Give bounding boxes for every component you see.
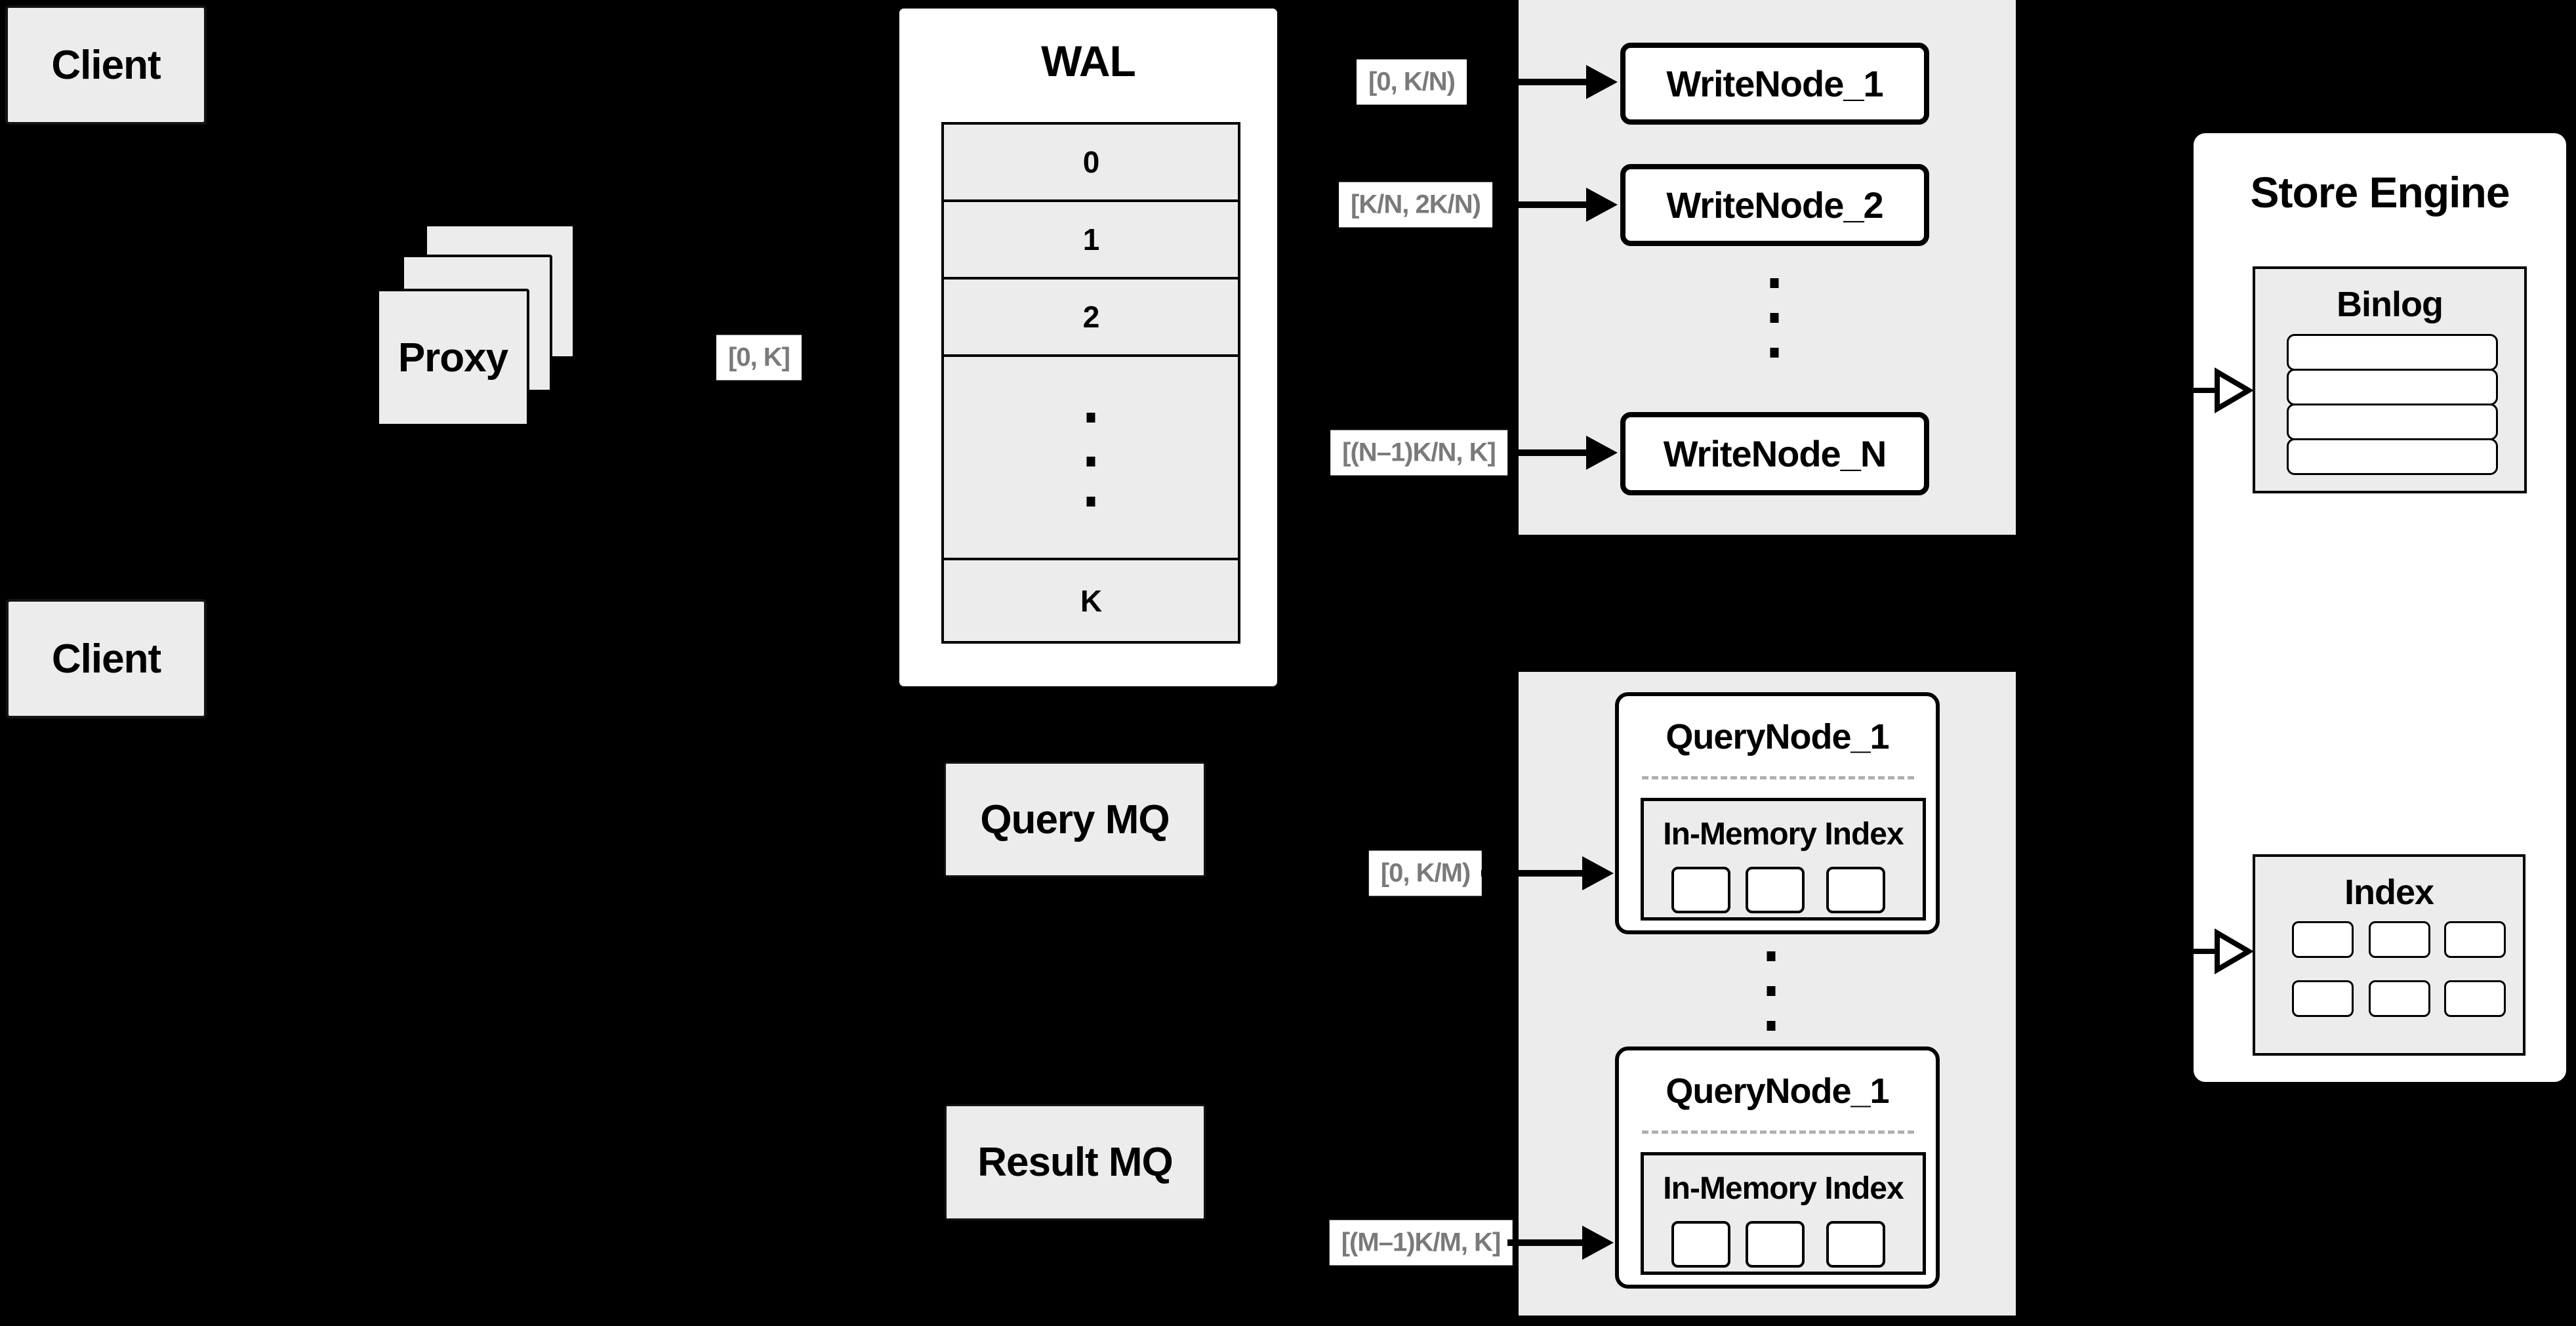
wal-segment-row: 0 xyxy=(941,122,1240,202)
proxy-label: Proxy xyxy=(398,335,508,381)
query-node-top-box: QueryNode_1 In-Memory Index xyxy=(1615,692,1940,934)
client-box-bottom: Client xyxy=(6,599,207,718)
wal-segment-k: K xyxy=(1080,583,1102,618)
range-label-query-m: [(M–1)K/M, K] xyxy=(1329,1220,1513,1266)
binlog-row xyxy=(2287,438,2498,475)
index-cell xyxy=(2369,980,2430,1017)
client-box-top: Client xyxy=(5,5,207,125)
dashed-divider xyxy=(1642,1130,1914,1134)
write-node-2-box: WriteNode_2 xyxy=(1620,164,1929,246)
index-segment-cell xyxy=(1826,1221,1885,1268)
vertical-ellipsis-dot xyxy=(1086,457,1095,466)
wal-title: WAL xyxy=(899,35,1277,87)
wal-title-text: WAL xyxy=(1041,37,1136,85)
binlog-box: Binlog xyxy=(2253,266,2527,493)
range-label-write-2: [K/N, 2K/N) xyxy=(1339,182,1492,228)
index-segment-cell xyxy=(1671,867,1730,913)
wal-container: WAL 0 1 2 K xyxy=(896,5,1280,690)
binlog-label-text: Binlog xyxy=(2337,285,2443,324)
index-segment-cell xyxy=(1746,1221,1805,1268)
client-bottom-label: Client xyxy=(51,636,161,682)
query-node-bottom-title: QueryNode_1 xyxy=(1619,1065,1936,1117)
wal-segment-row: 2 xyxy=(941,277,1240,357)
binlog-label: Binlog xyxy=(2255,278,2524,331)
write-node-2-label: WriteNode_2 xyxy=(1666,184,1883,226)
binlog-row xyxy=(2287,404,2498,440)
wal-segment-row: K xyxy=(941,558,1240,644)
client-top-label: Client xyxy=(51,42,161,88)
index-box: Index xyxy=(2253,854,2525,1056)
write-node-n-box: WriteNode_N xyxy=(1620,412,1929,495)
wal-ellipsis-row xyxy=(941,354,1240,560)
wal-segment-2: 2 xyxy=(1082,300,1100,334)
store-engine-container: Store Engine Binlog Index xyxy=(2190,129,2570,1086)
index-cell xyxy=(2292,980,2354,1017)
query-node-bottom-box: QueryNode_1 In-Memory Index xyxy=(1615,1046,1940,1289)
result-mq-box: Result MQ xyxy=(945,1104,1206,1220)
binlog-row xyxy=(2287,334,2498,371)
vertical-ellipsis-dot xyxy=(1086,497,1095,507)
index-cell xyxy=(2444,980,2506,1017)
write-node-1-box: WriteNode_1 xyxy=(1620,43,1929,125)
index-cell xyxy=(2444,921,2506,958)
proxy-card-front: Proxy xyxy=(377,289,529,426)
wal-segment-row: 1 xyxy=(941,199,1240,280)
wal-segment-1: 1 xyxy=(1082,222,1100,257)
store-engine-title-text: Store Engine xyxy=(2250,168,2510,217)
range-label-query-1: [0, K/M) xyxy=(1368,850,1482,896)
binlog-rows xyxy=(2287,334,2498,475)
query-node-top-title-text: QueryNode_1 xyxy=(1666,717,1889,756)
in-memory-index-box-top: In-Memory Index xyxy=(1641,798,1926,921)
query-mq-box: Query MQ xyxy=(944,762,1206,877)
index-segment-cell xyxy=(1746,867,1805,913)
index-cell xyxy=(2292,921,2354,958)
write-node-n-label: WriteNode_N xyxy=(1663,433,1887,474)
query-node-bottom-title-text: QueryNode_1 xyxy=(1666,1071,1889,1111)
vertical-ellipsis-dot xyxy=(1770,313,1779,323)
in-memory-index-top-label: In-Memory Index xyxy=(1644,808,1923,860)
store-engine-title: Store Engine xyxy=(2194,163,2566,222)
binlog-row xyxy=(2287,369,2498,405)
in-memory-index-bottom-label: In-Memory Index xyxy=(1644,1162,1923,1214)
vertical-ellipsis-dot xyxy=(1770,278,1779,288)
range-label-write-1: [0, K/N) xyxy=(1357,59,1467,105)
index-label: Index xyxy=(2255,866,2523,919)
index-label-text: Index xyxy=(2344,873,2434,912)
query-mq-label: Query MQ xyxy=(980,797,1170,842)
in-memory-index-bottom-text: In-Memory Index xyxy=(1663,1171,1904,1206)
vertical-ellipsis-dot xyxy=(1770,348,1779,358)
result-mq-label: Result MQ xyxy=(977,1140,1174,1185)
dashed-divider xyxy=(1642,776,1914,779)
vertical-ellipsis-dot xyxy=(1086,413,1095,423)
index-segment-cell xyxy=(1671,1221,1730,1268)
write-node-1-label: WriteNode_1 xyxy=(1666,63,1883,104)
index-segment-cell xyxy=(1826,867,1885,913)
index-cell xyxy=(2369,921,2430,958)
vertical-ellipsis-dot xyxy=(1767,986,1776,996)
wal-segment-table: 0 1 2 K xyxy=(941,122,1240,644)
wal-segment-0: 0 xyxy=(1082,145,1100,179)
vertical-ellipsis-dot xyxy=(1767,1021,1776,1031)
in-memory-index-box-bottom: In-Memory Index xyxy=(1641,1152,1926,1275)
vertical-ellipsis-dot xyxy=(1767,951,1776,961)
in-memory-index-top-text: In-Memory Index xyxy=(1663,816,1904,852)
range-label-proxy-to-wal: [0, K] xyxy=(716,335,802,381)
range-label-write-n: [(N–1)K/N, K] xyxy=(1330,430,1507,476)
query-node-top-title: QueryNode_1 xyxy=(1619,711,1936,763)
